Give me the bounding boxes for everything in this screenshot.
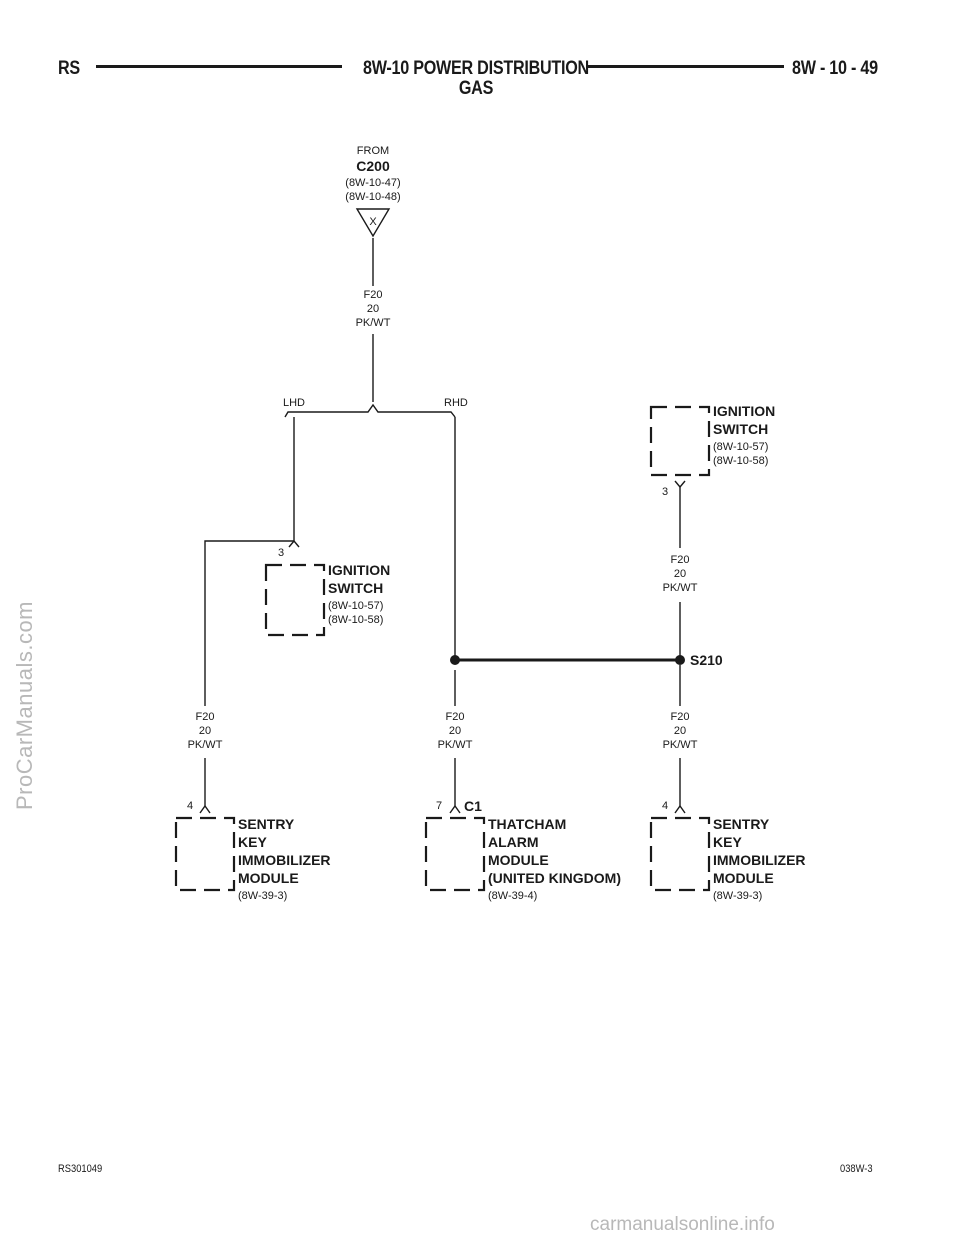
wire-right-upper-circuit: F20: [671, 554, 690, 566]
source-connector: C200: [356, 158, 390, 174]
thatcham-box: [424, 816, 486, 892]
ignition-right-ref2: (8W-10-58): [713, 455, 768, 467]
source-from-label: FROM: [357, 145, 389, 157]
skim-left-line3: IMMOBILIZER: [238, 852, 331, 868]
wire-right-upper-color: PK/WT: [663, 582, 698, 594]
thatcham-pin: 7: [436, 800, 442, 812]
header-section-code: RS: [58, 58, 80, 79]
ignition-switch-right-box: [649, 405, 711, 477]
thatcham-line4: (UNITED KINGDOM): [488, 870, 621, 886]
skim-right-line4: MODULE: [713, 870, 774, 886]
thatcham-pin-mark: [449, 804, 461, 814]
thatcham-ref: (8W-39-4): [488, 890, 537, 902]
ignition-left-line2: SWITCH: [328, 580, 383, 596]
ignition-right-line2: SWITCH: [713, 421, 768, 437]
page-number: 8W - 10 - 49: [792, 58, 878, 79]
ignition-left-pin: 3: [278, 547, 284, 559]
splice-label: S210: [690, 652, 723, 668]
wire-center-lower-gauge: 20: [449, 725, 461, 737]
ignition-right-pin-mark: [674, 480, 686, 489]
ignition-left-ref2: (8W-10-58): [328, 614, 383, 626]
splice-dot-right: [675, 655, 685, 665]
lhd-rhd-branch: [284, 403, 456, 418]
wire-top-circuit: F20: [364, 289, 383, 301]
page-title: 8W-10 POWER DISTRIBUTION: [363, 58, 589, 79]
branch-rhd-label: RHD: [444, 397, 468, 409]
header-rule-left: [96, 65, 342, 68]
skim-left-pin-mark: [199, 804, 211, 814]
ignition-left-ref1: (8W-10-57): [328, 600, 383, 612]
skim-right-pin-mark: [674, 804, 686, 814]
branch-lhd-label: LHD: [283, 397, 305, 409]
wire-left-lower-circuit: F20: [196, 711, 215, 723]
source-symbol: X: [369, 216, 377, 228]
footer-code: 038W-3: [840, 1163, 873, 1175]
header-rule-right: [586, 65, 784, 68]
ignition-right-line1: IGNITION: [713, 403, 775, 419]
wire-right-lower-gauge: 20: [674, 725, 686, 737]
thatcham-line1: THATCHAM: [488, 816, 566, 832]
wire-left-lower-gauge: 20: [199, 725, 211, 737]
source-ref-1: (8W-10-47): [345, 177, 400, 189]
skim-right-pin: 4: [662, 800, 668, 812]
skim-left-ref: (8W-39-3): [238, 890, 287, 902]
wire-top-color: PK/WT: [356, 317, 391, 329]
wire-center-lower-color: PK/WT: [438, 739, 473, 751]
skim-left-box: [174, 816, 236, 892]
wire-left-lower-color: PK/WT: [188, 739, 223, 751]
thatcham-line3: MODULE: [488, 852, 549, 868]
wire-top-gauge: 20: [367, 303, 379, 315]
skim-right-box: [649, 816, 711, 892]
page-subtitle: GAS: [458, 78, 494, 99]
ignition-right-ref1: (8W-10-57): [713, 441, 768, 453]
skim-left-line2: KEY: [238, 834, 267, 850]
source-ref-2: (8W-10-48): [345, 191, 400, 203]
thatcham-line2: ALARM: [488, 834, 539, 850]
connector-c200-symbol: [355, 208, 391, 238]
skim-left-line4: MODULE: [238, 870, 299, 886]
skim-left-pin: 4: [187, 800, 193, 812]
wire-left-route: [204, 540, 294, 706]
skim-right-line2: KEY: [713, 834, 742, 850]
skim-left-line1: SENTRY: [238, 816, 295, 832]
ignition-switch-left-box: [264, 563, 326, 637]
wire-right-lower-color: PK/WT: [663, 739, 698, 751]
splice-dot-left: [450, 655, 460, 665]
wire-right-upper-gauge: 20: [674, 568, 686, 580]
ignition-right-pin: 3: [662, 486, 668, 498]
footer-figure-id: RS301049: [58, 1163, 103, 1175]
wire-center-lower-circuit: F20: [446, 711, 465, 723]
wire-right-lower-circuit: F20: [671, 711, 690, 723]
skim-right-line3: IMMOBILIZER: [713, 852, 806, 868]
ignition-left-line1: IGNITION: [328, 562, 390, 578]
side-watermark: ProCarManuals.com: [12, 600, 37, 810]
skim-right-ref: (8W-39-3): [713, 890, 762, 902]
skim-right-line1: SENTRY: [713, 816, 770, 832]
thatcham-connector: C1: [464, 798, 482, 814]
bottom-watermark: carmanualsonline.info: [590, 1214, 775, 1235]
ignition-left-pin-mark: [288, 539, 300, 548]
